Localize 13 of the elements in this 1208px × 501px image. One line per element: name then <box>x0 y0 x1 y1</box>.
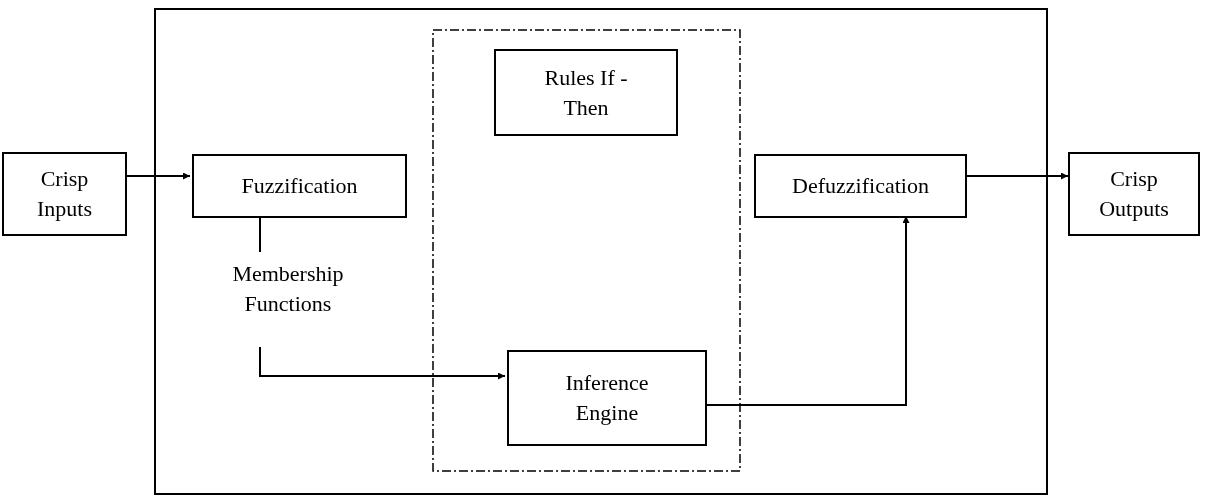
dash-dot-frame <box>432 29 741 472</box>
arrow <box>126 172 191 180</box>
process-box: Defuzzification <box>754 154 967 218</box>
arrow <box>259 346 506 380</box>
process-box: Inference Engine <box>507 350 707 446</box>
node-label: Membership Functions <box>198 254 378 324</box>
process-box: Fuzzification <box>192 154 407 218</box>
arrow <box>704 215 910 406</box>
arrow <box>964 172 1069 180</box>
process-box: Crisp Outputs <box>1068 152 1200 236</box>
system-frame <box>154 8 1048 495</box>
process-box: Crisp Inputs <box>2 152 127 236</box>
process-box: Rules If - Then <box>494 49 678 136</box>
